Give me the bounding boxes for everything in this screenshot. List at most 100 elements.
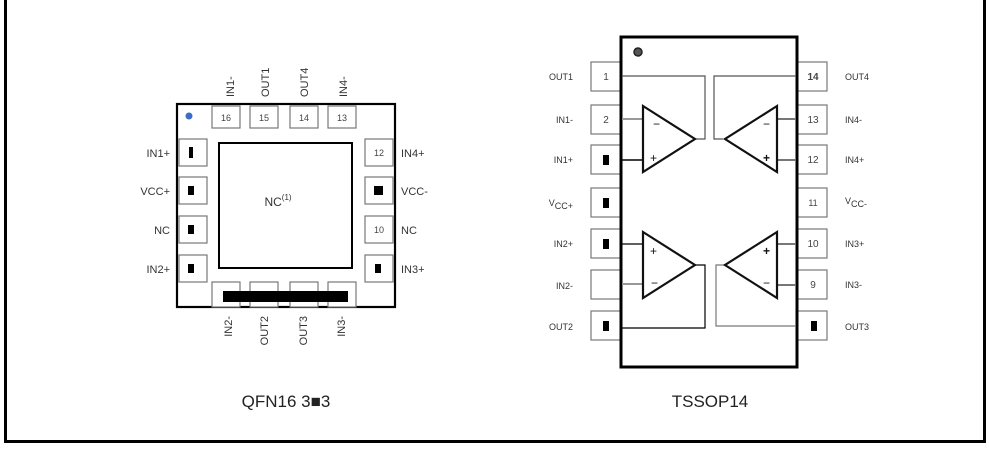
qfn-pin-label: NC [154, 225, 170, 237]
tssop-pin-number: 1 [603, 72, 609, 83]
wire-out2 [622, 264, 706, 329]
bottom-pads-bar [223, 291, 348, 302]
tssop-pin-number: 9 [810, 280, 816, 291]
qfn16-package: 16 15 14 13 12 10 NC [140, 68, 428, 411]
tssop-pin-11 [796, 187, 828, 218]
qfn-pad-14 [289, 105, 319, 129]
tssop-pin-label: IN2+ [554, 239, 573, 249]
internal-wiring [622, 75, 796, 329]
qfn-bottom-pads [211, 281, 357, 308]
qfn-pad-number: 10 [374, 225, 384, 235]
pin1-marker-dot [185, 112, 193, 120]
qfn-pad-number: 14 [299, 113, 309, 123]
pin-mark [603, 155, 609, 165]
opamp-3: + − [722, 229, 779, 301]
pin-mark [603, 239, 609, 249]
wire-out3 [715, 264, 796, 327]
qfn-pin-label: IN2+ [146, 264, 170, 276]
pin-mark [188, 186, 194, 195]
qfn-pad-4 [178, 254, 208, 283]
tssop-pin-label: OUT3 [845, 322, 869, 332]
qfn-pin-label: IN2- [223, 316, 235, 337]
tssop-left-pins: 1 2 [590, 61, 622, 341]
qfn-pin-label: NC [401, 225, 417, 237]
qfn-pin-label: OUT2 [259, 316, 271, 345]
tssop-pin-14 [796, 61, 828, 92]
qfn-pad-13 [327, 105, 357, 129]
figure-frame [4, 0, 986, 443]
tssop-pin-label: IN1- [556, 115, 573, 125]
pin-mark [188, 264, 194, 273]
tssop-pin-label: IN3+ [845, 239, 864, 249]
qfn-pin-label: OUT3 [298, 316, 310, 345]
qfn-pin-label: VCC- [401, 186, 428, 198]
tssop-pin-label: OUT4 [845, 72, 869, 82]
tssop-pin-number: 13 [807, 115, 819, 126]
pin1-marker-dot [633, 47, 643, 57]
opamp-minus-sign: − [651, 276, 658, 290]
opamp-plus-sign: + [650, 244, 657, 258]
qfn-pin-label: IN3- [336, 316, 348, 337]
qfn-left-pads [178, 138, 208, 283]
exposed-pad-label: NC(1) [264, 193, 291, 209]
opamp-minus-sign: − [763, 276, 770, 290]
qfn-pin-label: OUT4 [299, 68, 311, 97]
qfn-pad-10 [364, 215, 394, 244]
tssop-pin-label: IN2- [556, 281, 573, 291]
opamp-triangle [641, 229, 698, 301]
opamp-plus-sign: + [763, 244, 770, 258]
tssop-pin-6 [590, 269, 622, 300]
qfn-pad-12 [364, 138, 394, 167]
wire-out1 [622, 75, 706, 140]
qfn-pin-label: IN1+ [146, 148, 170, 160]
tssop-pin-label-vcc-minus: VCC- [845, 196, 867, 209]
tssop-body [619, 35, 799, 369]
qfn-caption: QFN16 3■3 [242, 392, 331, 411]
opamp-triangle [722, 229, 779, 301]
opamp-4: − + [722, 103, 779, 175]
qfn-top-pads: 16 15 14 13 [211, 105, 357, 129]
qfn-pad-number: 16 [221, 113, 231, 123]
tssop-pin-label: IN3- [845, 280, 862, 290]
qfn-pin-label: IN1- [225, 76, 237, 97]
opamp-2: + − [641, 229, 698, 301]
qfn-pad-16 [211, 105, 241, 129]
pin-mark [603, 321, 609, 331]
tssop-pin-number: 10 [807, 239, 819, 250]
qfn-pin-label: VCC+ [140, 186, 170, 198]
tssop-pin-label: OUT1 [549, 72, 573, 82]
qfn-pin-label: IN4+ [401, 148, 425, 160]
tssop-caption: TSSOP14 [672, 392, 749, 411]
qfn-pin-label: IN3+ [401, 264, 425, 276]
qfn-pad-number: 13 [337, 113, 347, 123]
qfn-pad-15 [249, 105, 279, 129]
tssop-pin-label: IN4- [845, 115, 862, 125]
qfn-pin-label: OUT1 [260, 68, 272, 97]
qfn-right-pads: 12 10 [364, 138, 394, 283]
tssop-pin-number: 14 [807, 72, 819, 83]
qfn-pad-number: 12 [374, 148, 384, 158]
tssop-pin-label-vcc-plus: VCC+ [549, 198, 573, 211]
opamp-plus-sign: + [763, 151, 770, 165]
tssop-pin-number: 2 [603, 115, 609, 126]
pin-mark [375, 264, 381, 273]
tssop-pin-9 [796, 269, 828, 300]
opamp-minus-sign: − [653, 117, 660, 131]
qfn-pad-number: 15 [259, 113, 269, 123]
opamp-triangle [641, 103, 698, 175]
qfn-pin-label: IN4- [338, 76, 350, 97]
tssop-pin-label: OUT2 [549, 322, 573, 332]
pin-mark [189, 147, 193, 158]
pin-mark [188, 225, 194, 234]
tssop-pin-10 [796, 228, 828, 259]
pin-mark [374, 186, 383, 195]
tssop14-package: 1 2 14 13 12 11 10 9 [549, 35, 869, 411]
tssop-right-pins: 14 13 12 11 10 9 [796, 61, 828, 341]
pin-mark [811, 321, 817, 331]
opamp-minus-sign: − [763, 117, 770, 131]
tssop-pin-label: IN1+ [554, 155, 573, 165]
opamp-1: − + [641, 103, 698, 175]
tssop-pin-label: IN4+ [845, 155, 864, 165]
qfn-exposed-pad [218, 142, 353, 269]
